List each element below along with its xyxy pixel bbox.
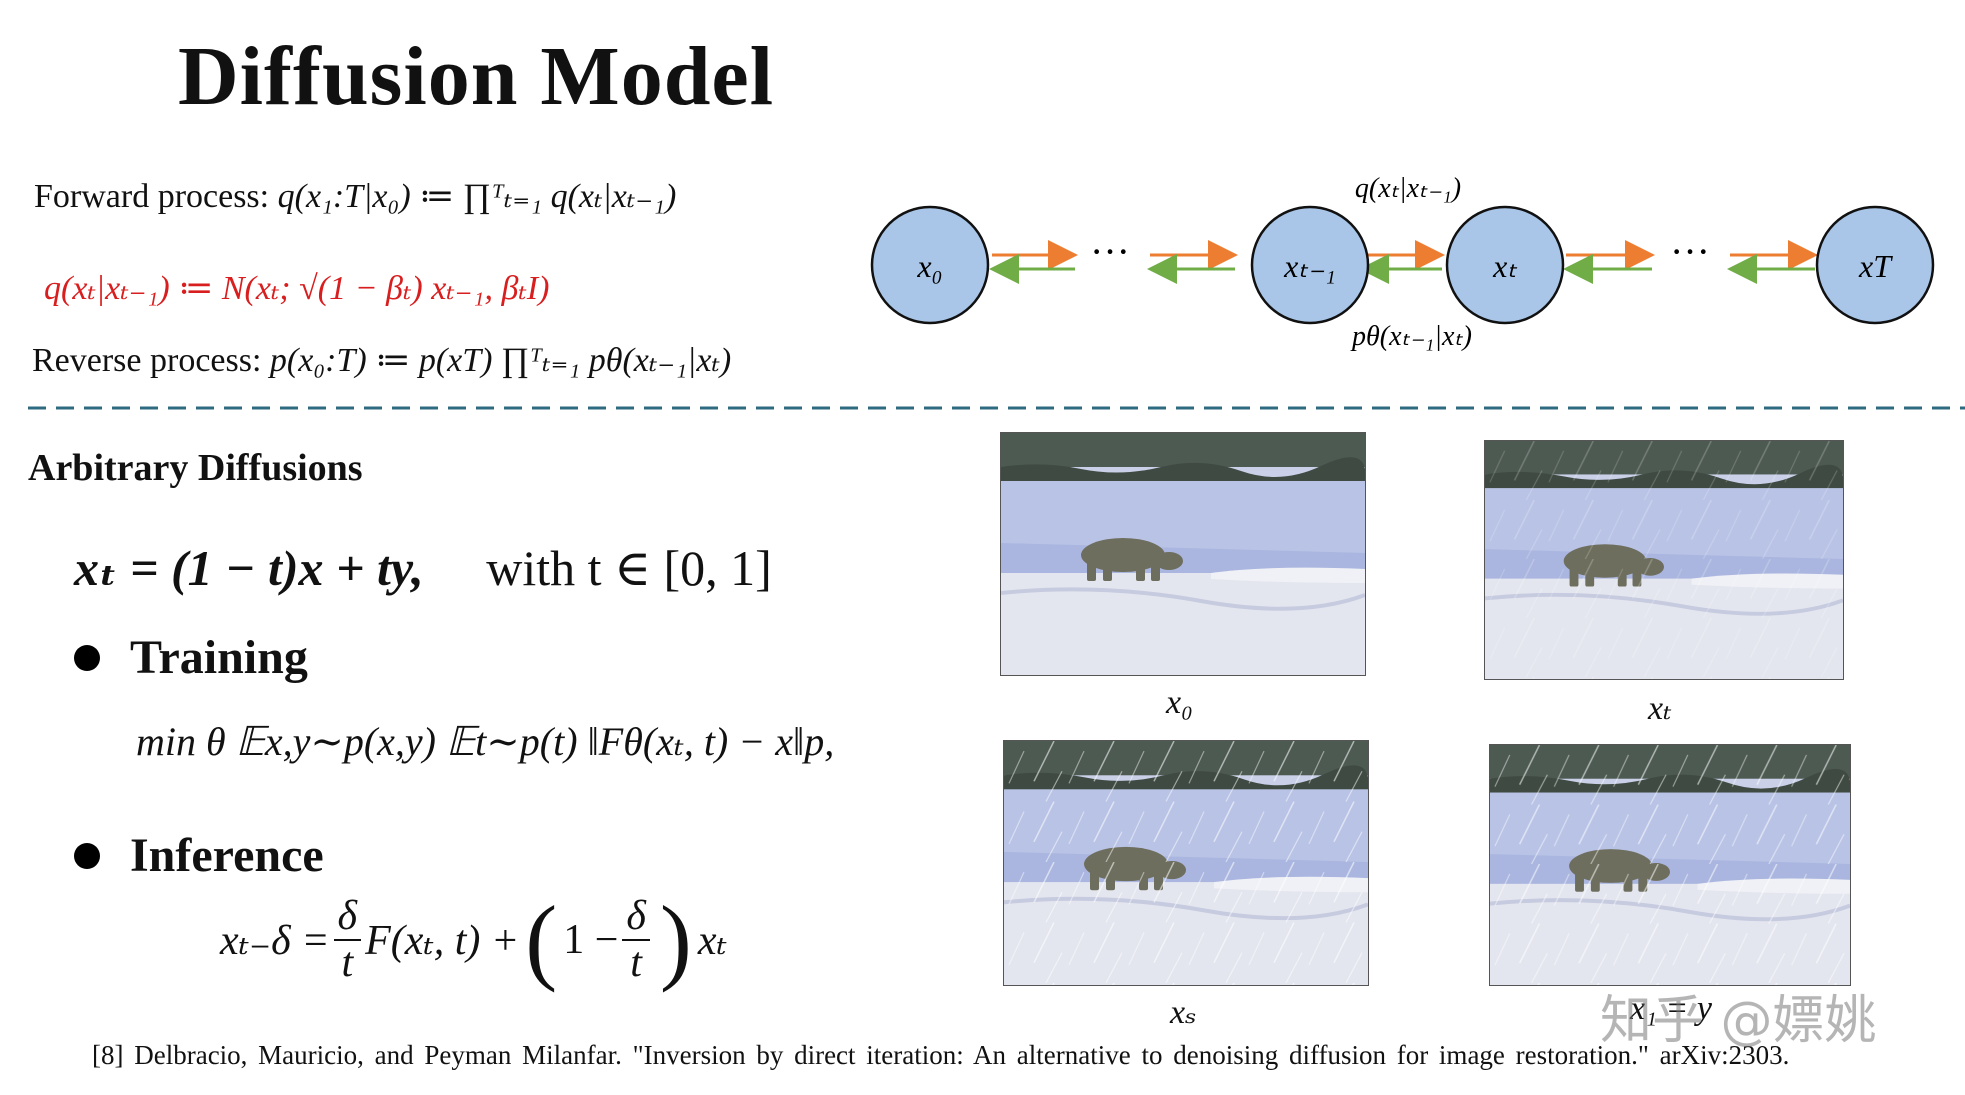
inference-tail: xₜ [697, 917, 727, 964]
inference-bullet: Inference [74, 828, 324, 883]
node-xt-label: xₜ [1492, 248, 1517, 284]
inference-one-minus: 1 − [563, 916, 619, 963]
inference-lhs: xₜ₋δ = [220, 917, 330, 964]
reverse-label: Reverse process: [32, 342, 262, 379]
reverse-formula: p(x₀:T) ≔ p(xT) ∏ᵀₜ₌₁ pθ(xₜ₋₁|xₜ) [269, 342, 732, 379]
reference-citation: [8] Delbracio, Mauricio, and Peyman Mila… [92, 1040, 1790, 1070]
interpolation-equation: xₜ = (1 − t)x + ty, with t ∈ [0, 1] [74, 538, 772, 597]
image-clean-x0 [1000, 432, 1366, 676]
training-objective: min θ 𝔼x,y∼p(x,y) 𝔼t∼p(t) ‖Fθ(xₜ, t) − x… [136, 719, 835, 764]
node-xt-minus-1-label: xₜ₋₁ [1283, 248, 1336, 284]
reverse-transition-label: pθ(xₜ₋₁|xₜ) [1350, 321, 1472, 352]
node-x0: x₀ [870, 205, 990, 325]
delta-over-t-2: δ t [622, 894, 650, 985]
markov-chain-diagram: ··· ··· x₀ xₜ₋₁ xₜ xT q(xₜ|xₜ₋₁) pθ(xₜ₋₁… [870, 173, 1935, 352]
paren-open: ( [525, 886, 558, 993]
image-rainy-y [1489, 744, 1851, 986]
section-heading: Arbitrary Diffusions [28, 447, 363, 489]
inference-mid: F(xₜ, t) + [365, 917, 520, 964]
bullet-dot [74, 842, 100, 869]
image-rainy-xs [1003, 740, 1369, 986]
node-xt-minus-1: xₜ₋₁ [1250, 205, 1370, 325]
section-divider [28, 406, 1965, 410]
delta-over-t: δ t [333, 894, 362, 985]
inference-label: Inference [130, 829, 324, 882]
forward-formula: q(x₁:T|x₀) ≔ ∏ᵀₜ₌₁ q(xₜ|xₜ₋₁) [277, 178, 677, 215]
interp-formula: xₜ = (1 − t)x + ty, [74, 540, 424, 596]
bullet-dot [74, 644, 100, 671]
noise-step-formula: q(xₜ|xₜ₋₁) ≔ N(xₜ; √(1 − βₜ) xₜ₋₁, βₜI) [44, 270, 550, 307]
paren-close: ) [659, 886, 692, 993]
node-xt: xₜ [1445, 205, 1565, 325]
interp-condition: with t ∈ [0, 1] [486, 540, 772, 596]
node-xT-label: xT [1858, 248, 1893, 284]
node-xT: xT [1815, 205, 1935, 325]
watermark: 知乎 @嫖姚 [1600, 991, 1877, 1051]
caption-xs: xₛ [1170, 994, 1197, 1031]
inference-update: xₜ₋δ = δ t F(xₜ, t) + ( 1 − δ t ) xₜ [220, 884, 727, 995]
forward-label: Forward process: [34, 178, 270, 215]
image-xt [1484, 440, 1844, 680]
caption-y: x₁ = y [1630, 990, 1712, 1027]
training-label: Training [130, 631, 308, 684]
forward-transition-label: q(xₜ|xₜ₋₁) [1355, 173, 1461, 204]
chain-ellipsis-left: ··· [1090, 229, 1130, 274]
caption-x0: x₀ [1166, 684, 1193, 721]
reverse-process: Reverse process: p(x₀:T) ≔ p(xT) ∏ᵀₜ₌₁ p… [32, 340, 731, 380]
chain-ellipsis-right: ··· [1670, 229, 1710, 274]
caption-xt: xₜ [1648, 690, 1672, 727]
training-bullet: Training [74, 630, 308, 685]
node-x0-label: x₀ [916, 248, 942, 284]
forward-process: Forward process: q(x₁:T|x₀) ≔ ∏ᵀₜ₌₁ q(xₜ… [34, 176, 676, 216]
slide-title: Diffusion Model [178, 30, 775, 123]
